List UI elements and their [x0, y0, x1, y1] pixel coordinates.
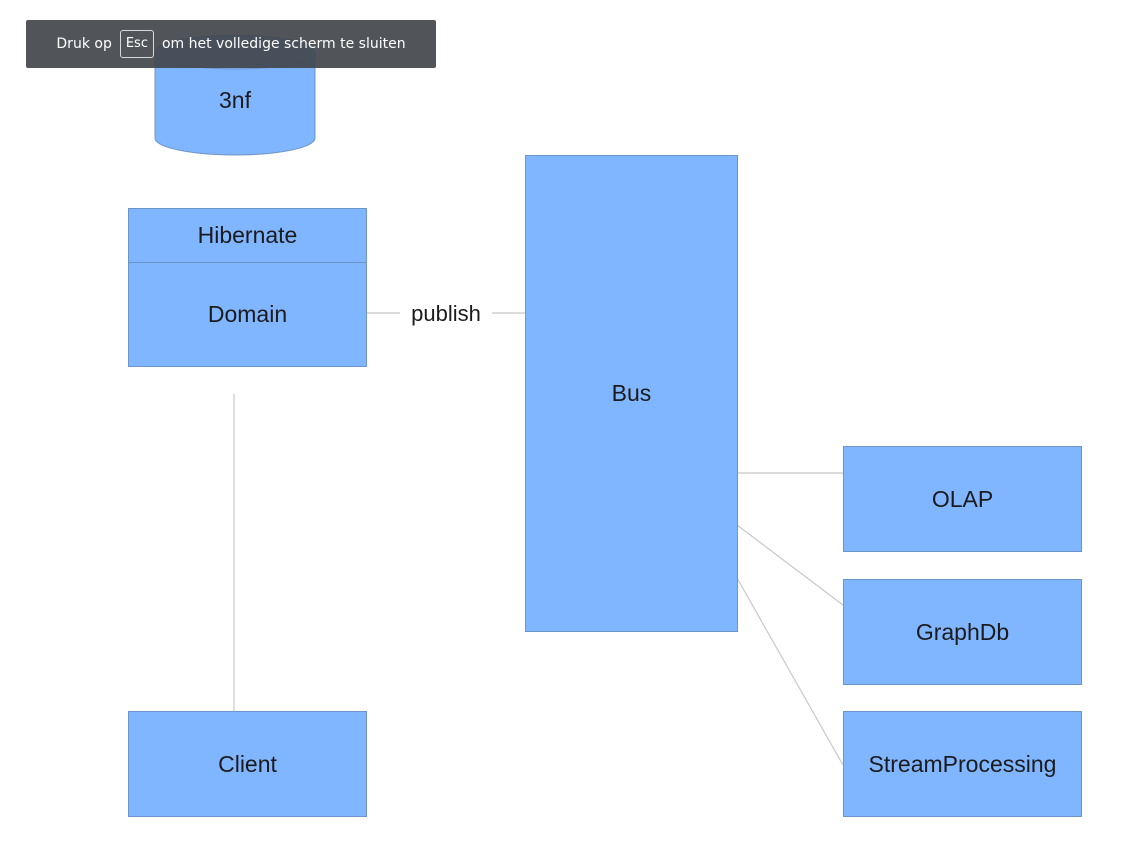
bus-label: Bus	[611, 380, 652, 406]
streamprocessing-node: StreamProcessing	[843, 711, 1082, 817]
streamprocessing-label: StreamProcessing	[868, 750, 1057, 777]
domain-label: Domain	[207, 301, 288, 327]
client-label: Client	[218, 750, 277, 777]
olap-node: OLAP	[843, 446, 1082, 552]
client-node: Client	[128, 711, 367, 817]
olap-label: OLAP	[931, 485, 994, 512]
fullscreen-exit-toast: Druk op Esc om het volledige scherm te s…	[26, 20, 436, 68]
graphdb-label: GraphDb	[915, 618, 1010, 645]
domain-node: Domain	[128, 262, 367, 367]
publish-edge-label: publish	[400, 300, 492, 328]
connector-bus-graphdb	[736, 524, 844, 606]
esc-key-hint: Esc	[119, 30, 154, 58]
toast-text-after: om het volledige scherm te sluiten	[161, 36, 406, 52]
database-label: 3nf	[219, 86, 251, 113]
hibernate-node: Hibernate	[128, 208, 367, 263]
connector-bus-streamprocessing	[736, 577, 844, 766]
bus-node: Bus	[525, 155, 738, 632]
graphdb-node: GraphDb	[843, 579, 1082, 685]
hibernate-label: Hibernate	[197, 222, 298, 248]
toast-text-before: Druk op	[56, 36, 112, 52]
database-cylinder-body	[154, 51, 316, 156]
